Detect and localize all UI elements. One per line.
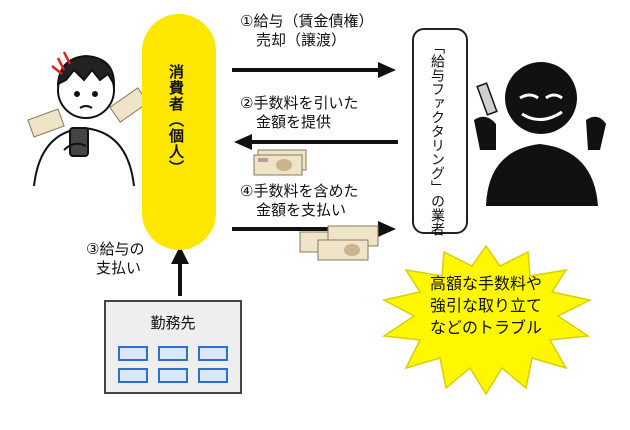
step2-line1: ②手数料を引いた — [240, 94, 359, 112]
step1-line1: ①給与（賃金債権） — [240, 12, 374, 30]
step4-label: ④手数料を含めた 金額を支払い — [240, 182, 358, 220]
window-icon — [118, 368, 148, 383]
step3-label: ③給与の 支払い — [86, 240, 144, 278]
warning-line2: 強引な取り立て — [429, 296, 542, 315]
window-icon — [118, 346, 148, 361]
step3-line1: ③給与の — [86, 240, 145, 258]
consumer-label: 消費者（個人） — [167, 64, 185, 176]
step2-label: ②手数料を引いた 金額を提供 — [240, 94, 358, 132]
workplace-building: 勤務先 — [104, 300, 242, 394]
step1-label: ①給与（賃金債権） 売却（譲渡） — [240, 12, 373, 50]
shady-figure-icon — [474, 62, 606, 206]
window-icon — [158, 346, 188, 361]
step3-line2: 支払い — [96, 259, 142, 277]
step1-line2: 売却（譲渡） — [256, 31, 347, 49]
window-icon — [198, 346, 228, 361]
window-icon — [158, 368, 188, 383]
banknote-stack-icon — [299, 225, 379, 261]
step4-line1: ④手数料を含めた — [240, 182, 359, 200]
arrow-up-salary — [171, 246, 189, 296]
warning-burst — [381, 244, 593, 396]
window-icon — [198, 368, 228, 383]
vendor-label: 「給与ファクタリング」の業者 — [429, 40, 445, 236]
arrow-right-sale — [232, 62, 396, 78]
consumer-pill — [142, 14, 216, 250]
warning-line3: などのトラブル — [429, 318, 542, 337]
vendor-box — [412, 28, 468, 234]
warning-line1: 高額な手数料や — [429, 274, 542, 293]
step2-line2: 金額を提供 — [256, 113, 332, 131]
worried-person-icon — [33, 54, 135, 187]
stress-mark-icon — [51, 51, 72, 75]
step4-line2: 金額を支払い — [256, 201, 347, 219]
arrow-left-payment — [234, 134, 398, 150]
banknote-icon — [253, 149, 307, 176]
warning-text: 高額な手数料や 強引な取り立て などのトラブル — [396, 273, 576, 339]
workplace-label: 勤務先 — [150, 314, 196, 332]
